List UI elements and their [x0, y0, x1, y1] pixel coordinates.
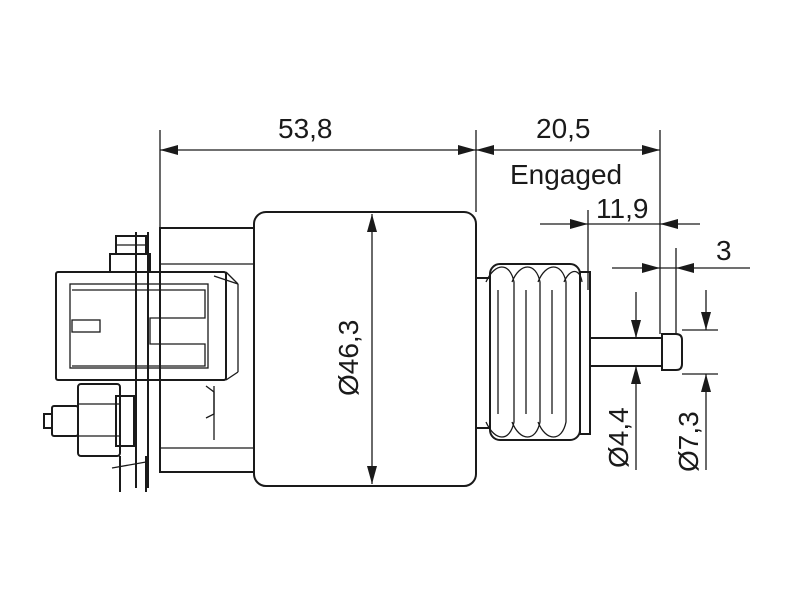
dimension-tip-length [612, 248, 750, 334]
terminal-nut-bottom [43, 383, 147, 492]
dim-tip-length-label: 3 [716, 235, 732, 266]
dim-shaft-diameter-label: Ø4,4 [603, 407, 634, 468]
terminal-nut-top [109, 235, 151, 273]
solenoid-body [253, 211, 477, 487]
dim-engaged-caption: Engaged [510, 159, 622, 190]
dimension-plunger-extension [540, 210, 700, 290]
plunger-shaft [589, 337, 663, 367]
dimension-tip-diameter [682, 290, 718, 470]
dimension-engaged-stroke [476, 130, 661, 334]
dimension-body-diameter [367, 214, 377, 484]
return-spring [475, 263, 591, 441]
mounting-flange [135, 227, 255, 488]
dim-plunger-extension-label: 11,9 [596, 193, 648, 224]
dim-overall-length-label: 53,8 [278, 113, 333, 144]
dimension-shaft-diameter [612, 292, 660, 470]
dim-tip-diameter-label: Ø7,3 [673, 411, 704, 472]
dimension-overall-length [159, 130, 477, 228]
dim-body-diameter-label: Ø46,3 [333, 320, 364, 396]
dim-engaged-stroke-label: 20,5 [536, 113, 591, 144]
plunger-tip [661, 333, 683, 371]
